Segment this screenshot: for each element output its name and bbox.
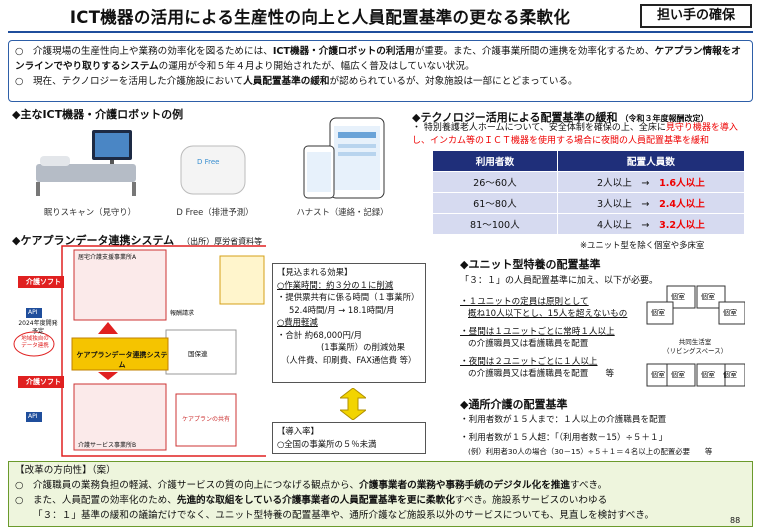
dfree-device-icon bbox=[180, 145, 246, 195]
direction-box: 【改革の方向性】（案） ○ 介護職員の業務負担の軽減、介護サービスの質の向上につ… bbox=[8, 461, 753, 527]
careplan-diagram-icon bbox=[13, 245, 268, 457]
effects-box: 【見込まれる効果】 ○作業時間：約３分の１に削減 ・提供票共有に係る時間（１事業… bbox=[272, 263, 426, 383]
common-room: 共同生活室（リビングスペース） bbox=[663, 338, 728, 355]
page-number: 88 bbox=[730, 516, 741, 525]
hanasuto-image bbox=[300, 116, 388, 204]
tech-note: ※ユニット型を除く個室や多床室 bbox=[580, 240, 705, 250]
careplan-flowchart: 介護ソフト 介護ソフト API API 2024年度開発予定 地域独自のデータ連… bbox=[12, 244, 268, 457]
unit-floorplan: 個室 個室 個室 個室 個室 個室 個室 個室 共同生活室（リビングスペース） bbox=[645, 284, 746, 388]
intro-box: ○ 介護現場の生産性向上や業務の効率化を図るためには、ICT機器・介護ロボットの… bbox=[8, 40, 753, 102]
title-rule bbox=[8, 31, 753, 33]
devices-heading: ◆主なICT機器・介護ロボットの例 bbox=[12, 108, 184, 121]
daycare-line-1: ・利用者数が１５人まで：１人以上の介護職員を配置 bbox=[460, 415, 667, 425]
dfree-image: D Free bbox=[175, 138, 250, 202]
page-title: ICT機器の活用による生産性の向上と人員配置基準の更なる柔軟化 bbox=[69, 8, 571, 27]
tech-heading-row: ◆テクノロジー活用による配置基準の緩和（令和３年度報酬改定） bbox=[412, 111, 709, 124]
ratio-table-header: 利用者数配置人員数 bbox=[432, 150, 746, 172]
sleep-scan-image bbox=[30, 124, 155, 202]
unit-lead: 「３：１」の人員配置基準に加え、以下が必要。 bbox=[460, 276, 659, 286]
hanasuto-caption: ハナスト（連絡・記録） bbox=[296, 207, 389, 217]
category-tag: 担い手の確保 bbox=[640, 4, 752, 28]
sleep-scan-icon bbox=[36, 130, 136, 196]
daycare-line-2: ・利用者数が１５人超：「（利用者数－15）÷５＋１」 bbox=[460, 433, 668, 443]
updown-arrow-icon bbox=[340, 388, 366, 420]
daycare-example: (例）利用者30人の場合（30－15）÷５＋１＝４名以上の配置必要 等 bbox=[468, 447, 713, 456]
tech-description: ・ 特別養護老人ホームについて、安全体制を確保の上、全床に見守り機器を導入し、イ… bbox=[412, 123, 738, 146]
floorplan-icon bbox=[646, 285, 746, 387]
intro-line-2: ○ 現在、テクノロジーを活用した介護施設において人員配置基準の緩和が認められてい… bbox=[15, 76, 578, 87]
intro-line-1: ○ 介護現場の生産性向上や業務の効率化を図るためには、ICT機器・介護ロボットの… bbox=[15, 46, 741, 72]
daycare-heading: ◆通所介護の配置基準 bbox=[460, 398, 568, 411]
careplan-heading-row: ◆ケアプランデータ連携システム（出所）厚労省資料等 bbox=[12, 234, 263, 247]
tablet-phone-icon bbox=[303, 117, 385, 199]
sleep-scan-caption: 眠りスキャン（見守り） bbox=[43, 207, 137, 217]
unit-heading: ◆ユニット型特養の配置基準 bbox=[460, 258, 601, 271]
adoption-box: 【導入率】 ○全国の事業所の５％未満 bbox=[272, 422, 426, 454]
unit-list: ・１ユニットの定員は原則として 概ね10人以下とし、15人を超えないもの ・昼間… bbox=[460, 297, 628, 379]
dfree-caption: D Free（排泄予測） bbox=[176, 207, 254, 217]
